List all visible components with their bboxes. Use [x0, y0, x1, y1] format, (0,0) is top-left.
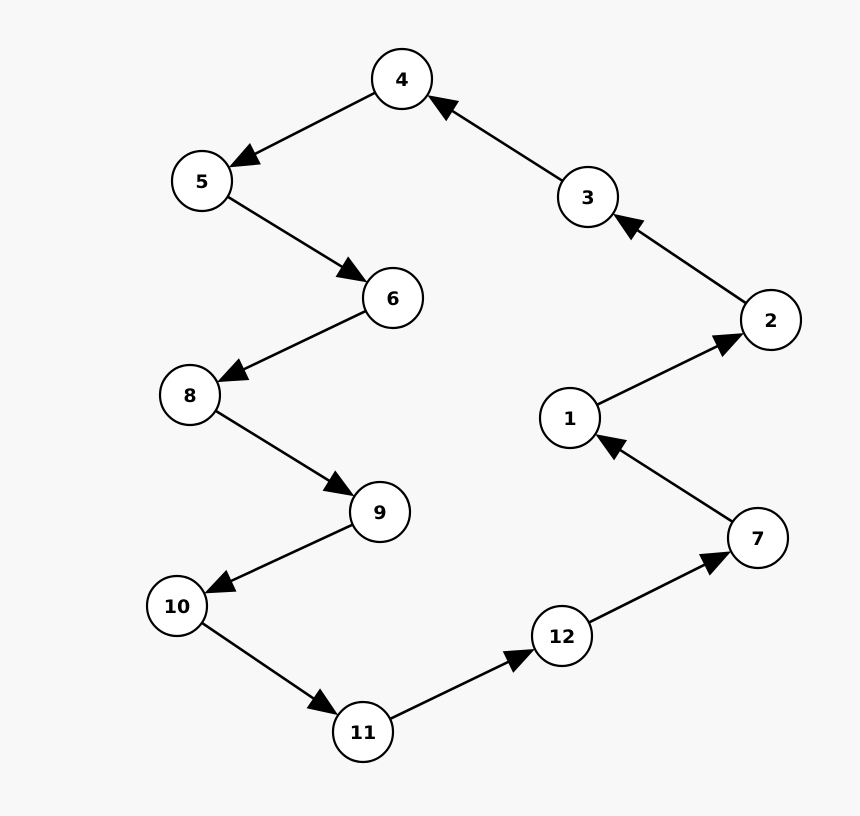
edge-4-to-5	[253, 91, 376, 156]
arrowhead-7-to-1	[595, 434, 628, 461]
arrowhead-8-to-9	[322, 470, 355, 497]
edge-7-to-1	[618, 448, 734, 523]
node-4[interactable]: 4	[370, 47, 434, 111]
edge-5-to-6	[226, 195, 345, 269]
node-12-label: 12	[549, 626, 575, 648]
arrowhead-3-to-4	[427, 95, 460, 122]
arrowhead-2-to-3	[612, 213, 645, 241]
edge-2-to-3	[635, 228, 747, 305]
node-5-label: 5	[195, 171, 208, 193]
node-6-label: 6	[386, 288, 399, 310]
node-2-label: 2	[764, 310, 777, 332]
node-1[interactable]: 1	[538, 386, 602, 450]
edge-12-to-7	[588, 562, 707, 624]
node-4-circle	[370, 47, 434, 111]
node-10[interactable]: 10	[145, 574, 209, 638]
node-9-label: 9	[373, 502, 386, 524]
node-11-circle	[331, 700, 395, 764]
nodes-layer: 1 2 3 4 5 6 7 8	[145, 47, 803, 764]
node-7-label: 7	[751, 528, 764, 550]
arrowhead-5-to-6	[335, 256, 368, 283]
arrowhead-12-to-7	[698, 551, 732, 576]
edge-10-to-11	[201, 621, 316, 701]
arrowhead-6-to-8	[217, 358, 250, 383]
node-4-label: 4	[395, 69, 408, 91]
node-8-circle	[158, 363, 222, 427]
node-11[interactable]: 11	[331, 700, 395, 764]
edge-11-to-12	[389, 660, 511, 721]
arrowhead-1-to-2	[711, 333, 745, 358]
node-12[interactable]: 12	[530, 604, 594, 668]
arrowhead-10-to-11	[306, 688, 339, 716]
edge-9-to-10	[229, 523, 354, 583]
node-10-circle	[145, 574, 209, 638]
arrowhead-4-to-5	[228, 143, 261, 168]
node-6-circle	[361, 266, 425, 330]
node-3-label: 3	[581, 187, 594, 209]
node-5[interactable]: 5	[170, 149, 234, 213]
arrowhead-11-to-12	[502, 649, 535, 673]
node-10-label: 10	[164, 596, 190, 618]
node-7[interactable]: 7	[726, 506, 790, 570]
node-12-circle	[530, 604, 594, 668]
edge-1-to-2	[596, 344, 720, 407]
edges-layer	[201, 91, 747, 721]
node-2-circle	[739, 288, 803, 352]
edge-3-to-4	[450, 108, 564, 183]
node-3[interactable]: 3	[556, 165, 620, 229]
node-8-label: 8	[183, 385, 196, 407]
node-3-circle	[556, 165, 620, 229]
node-1-circle	[538, 386, 602, 450]
arrowhead-9-to-10	[204, 569, 237, 594]
node-9-circle	[348, 480, 412, 544]
node-7-circle	[726, 506, 790, 570]
edge-6-to-8	[241, 309, 367, 372]
node-11-label: 11	[350, 722, 376, 744]
node-8[interactable]: 8	[158, 363, 222, 427]
node-1-label: 1	[563, 408, 576, 430]
node-9[interactable]: 9	[348, 480, 412, 544]
node-2[interactable]: 2	[739, 288, 803, 352]
edge-8-to-9	[214, 409, 332, 483]
node-6[interactable]: 6	[361, 266, 425, 330]
node-5-circle	[170, 149, 234, 213]
